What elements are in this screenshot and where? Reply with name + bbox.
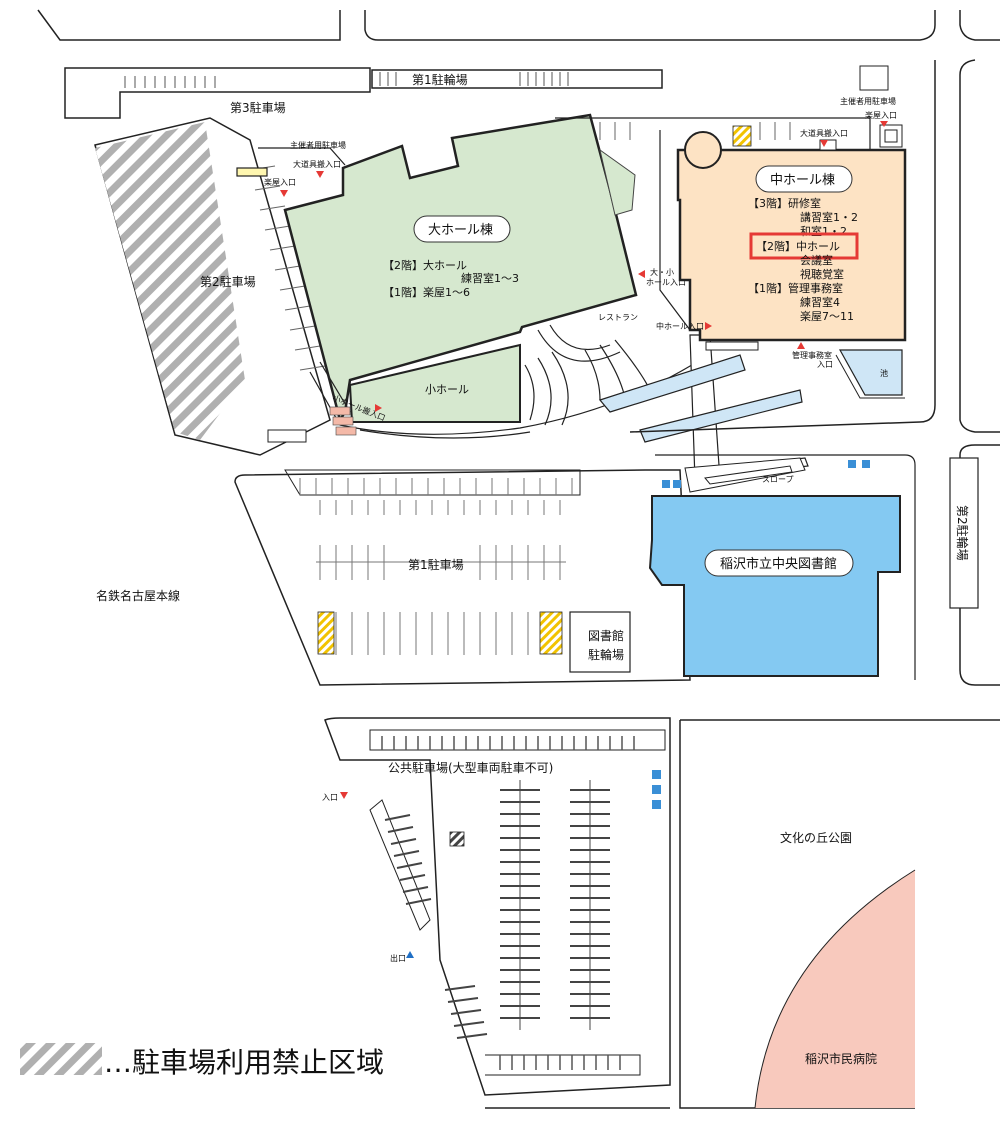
slope	[684, 457, 806, 493]
library-name-badge	[704, 549, 854, 577]
lot2-label: 第2駐車場	[200, 274, 256, 289]
hall-entrance-a: 大・小	[650, 267, 674, 277]
library-name: 稲沢市立中央図書館	[720, 556, 837, 572]
green-room-left-marker	[280, 190, 288, 197]
grand-hall-floor2-sub: 練習室1～3	[461, 271, 519, 285]
top-road-edges	[37, 9, 1000, 41]
library-bike-parking-2: 駐輪場	[588, 647, 624, 662]
green-room-entrance-right: 楽屋入口	[865, 110, 897, 120]
public-parking-area	[324, 717, 671, 1096]
office-entrance-a: 管理事務室	[792, 350, 832, 360]
restaurant-arcs	[524, 324, 651, 426]
no-parking-swatch	[20, 1043, 102, 1075]
pond-label: 池	[880, 368, 888, 378]
highlight-box	[749, 232, 859, 260]
lot3-area	[64, 67, 371, 119]
grand-hall-floor2: 【2階】大ホール	[383, 258, 467, 272]
middle-hall-entrance: 中ホール入口	[656, 321, 704, 331]
middle-hall-floor3-sub2: 和室1・2	[800, 224, 847, 238]
bike1-label: 第1駐輪場	[412, 72, 468, 87]
grand-hall-building	[283, 113, 638, 424]
props-entrance-right-marker	[820, 140, 828, 147]
middle-hall-name-badge	[755, 165, 853, 193]
left-service-area	[236, 147, 346, 177]
props-entrance-left-marker	[316, 171, 324, 178]
bike2-label: 第2駐輪場	[955, 505, 970, 561]
small-hall-props-steps	[329, 406, 357, 436]
small-hall-props-marker	[375, 404, 382, 412]
library-bike-parking-1: 図書館	[588, 628, 624, 643]
legend: …駐車場利用禁止区域	[20, 1043, 384, 1079]
right-service-area	[555, 65, 903, 151]
public-entrance-label: 入口	[322, 793, 338, 802]
bike2-box	[949, 457, 979, 609]
public-exit-marker	[406, 951, 414, 958]
middle-hall-floor1-sub2: 楽屋7～11	[800, 310, 854, 323]
lot3-label: 第3駐車場	[230, 100, 286, 115]
library-building	[648, 454, 916, 680]
legend-no-parking: …駐車場利用禁止区域	[104, 1046, 384, 1079]
middle-hall-name: 中ホール棟	[770, 173, 835, 188]
office-entrance-marker	[797, 342, 805, 349]
public-exit-label: 出口	[390, 953, 406, 963]
middle-hall-entrance-marker	[705, 322, 712, 330]
grand-hall-floor1: 【1階】楽屋1～6	[383, 285, 470, 299]
middle-hall-floor2-sub1: 会議室	[800, 253, 833, 267]
hospital-label: 稲沢市民病院	[805, 1051, 877, 1066]
organizer-parking-right: 主催者用駐車場	[840, 96, 896, 106]
hall-entrance-b: ホール入口	[646, 278, 686, 287]
bike1-area	[371, 69, 663, 89]
park-area	[485, 719, 1000, 1109]
middle-hall-floor2-sub2: 視聴覚室	[800, 267, 844, 281]
pond	[835, 349, 905, 399]
small-hall-label: 小ホール	[425, 383, 469, 396]
green-room-entrance-left: 楽屋入口	[264, 177, 296, 187]
hall-entrance-marker	[638, 270, 645, 278]
restaurant-label: レストラン	[598, 313, 638, 322]
public-entrance-marker	[340, 792, 348, 799]
lot1-label: 第1駐車場	[408, 557, 464, 572]
middle-hall-floor2: 【2階】中ホール	[756, 239, 840, 253]
middle-hall-floor3: 【3階】研修室	[748, 196, 821, 210]
organizer-parking-left: 主催者用駐車場	[290, 140, 346, 150]
public-parking-label: 公共駐車場(大型車両駐車不可)	[388, 760, 553, 775]
grand-hall-name: 大ホール棟	[428, 223, 493, 238]
grand-hall-name-badge	[413, 215, 511, 243]
railway-label: 名鉄名古屋本線	[96, 588, 180, 603]
slope-label: スロープ	[762, 475, 794, 484]
middle-hall-floor1: 【1階】管理事務室	[748, 281, 843, 295]
green-room-right-marker	[880, 121, 888, 127]
middle-hall-floor3-sub1: 講習室1・2	[800, 210, 858, 224]
props-entrance-right: 大道具搬入口	[800, 128, 848, 138]
middle-hall-floor1-sub1: 練習室4	[800, 295, 840, 309]
park-label: 文化の丘公園	[780, 830, 852, 845]
office-entrance-b: 入口	[817, 360, 833, 369]
lot2-area	[94, 117, 331, 456]
middle-hall-building	[676, 131, 907, 351]
props-entrance-left: 大道具搬入口	[293, 159, 341, 169]
